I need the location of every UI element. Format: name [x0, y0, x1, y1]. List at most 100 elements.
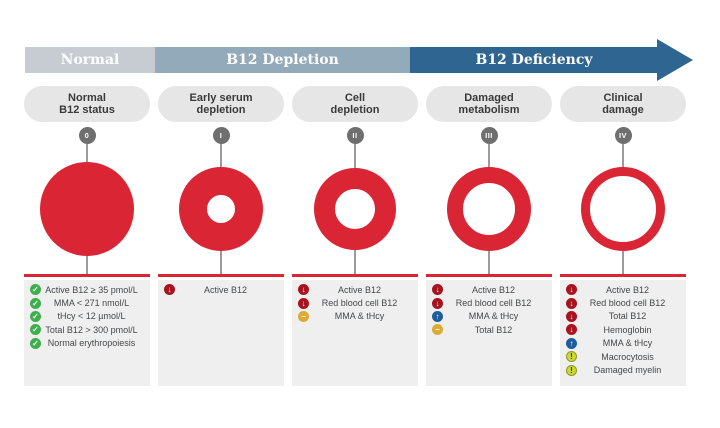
check-icon: ✓	[30, 324, 41, 336]
list-item-label: Macrocytosis	[601, 351, 654, 362]
arrow-segment-depletion: B12 Depletion	[155, 47, 410, 73]
b12-level-donut-icon	[581, 167, 665, 251]
arrow-segment-label: Normal	[60, 52, 120, 68]
stage-findings-panel: ↓Active B12↓Red blood cell B12−MMA & tHc…	[292, 280, 418, 386]
stage-findings-panel: ↓Active B12↓Red blood cell B12↓Total B12…	[560, 280, 686, 386]
list-item-label: Hemoglobin	[603, 324, 652, 335]
icon-glyph: ✓	[32, 311, 39, 321]
icon-glyph: ✓	[32, 325, 39, 335]
list-item: ↑ MMA & tHcy	[560, 337, 686, 350]
stage-figure	[24, 144, 150, 274]
list-item: ↑ MMA & tHcy	[426, 310, 552, 323]
list-item: ↓ Hemoglobin	[560, 323, 686, 336]
list-item: ! Macrocytosis	[560, 350, 686, 363]
list-item-label: tHcy < 12 µmol/L	[57, 311, 126, 322]
list-item: −MMA & tHcy	[292, 310, 418, 323]
list-item-label: MMA & tHcy	[602, 338, 653, 349]
arrow-segment-label: B12 Deficiency	[475, 52, 593, 68]
red-divider-line	[292, 274, 418, 277]
arrow-down-icon: ↓	[566, 284, 577, 296]
list-item: ↓Active B12	[292, 283, 418, 296]
arrow-down-icon: ↓	[432, 297, 443, 309]
list-item: ✓ Total B12 > 300 pmol/L	[24, 323, 150, 336]
red-divider-line	[426, 274, 552, 277]
arrow-down-icon: ↓	[566, 324, 577, 336]
b12-level-donut-icon	[40, 162, 134, 256]
b12-level-donut-icon	[314, 168, 396, 250]
exclamation-icon: !	[566, 351, 577, 363]
icon-glyph: ✓	[32, 338, 39, 348]
check-icon: ✓	[30, 297, 41, 309]
stage-numeral: II	[352, 131, 358, 140]
list-item-label: Total B12	[474, 324, 513, 335]
icon-glyph: ↓	[301, 285, 306, 295]
list-item: ✓MMA < 271 nmol/L	[24, 296, 150, 309]
stage-numeral-badge: II	[346, 127, 364, 144]
icon-glyph: ↓	[569, 298, 574, 308]
icon-glyph: ↓	[435, 298, 440, 308]
timeline-arrow: Normal B12 Depletion B12 Deficiency	[25, 39, 693, 81]
list-item-label: Damaged myelin	[593, 365, 662, 376]
dash-icon: −	[298, 310, 309, 322]
list-item-label: Active B12	[471, 284, 516, 295]
stage-title-line1: Early serum	[189, 91, 253, 104]
arrow-segment-normal: Normal	[25, 47, 155, 73]
stage-figure	[292, 144, 418, 274]
arrow-up-icon: ↑	[566, 337, 577, 349]
stage-title-line1: Clinical	[603, 91, 643, 104]
arrow-down-icon: ↓	[164, 284, 175, 296]
exclamation-icon: !	[566, 364, 577, 376]
list-item: ✓ tHcy < 12 µmol/L	[24, 310, 150, 323]
arrow-down-icon: ↓	[298, 284, 309, 296]
icon-glyph: −	[435, 325, 440, 335]
stage-numeral-badge: 0	[78, 127, 96, 144]
arrow-segment-label: B12 Depletion	[226, 52, 339, 68]
red-divider-line	[158, 274, 284, 277]
stage-findings-panel: ✓Active B12 ≥ 35 pmol/L✓MMA < 271 nmol/L…	[24, 280, 150, 386]
list-item-label: MMA & tHcy	[468, 311, 519, 322]
icon-glyph: ✓	[32, 298, 39, 308]
list-item-label: Red blood cell B12	[455, 298, 532, 309]
list-item-label: Normal erythropoiesis	[47, 338, 136, 349]
icon-glyph: !	[570, 365, 573, 375]
arrow-up-icon: ↑	[432, 310, 443, 322]
arrow-down-icon: ↓	[298, 297, 309, 309]
list-item-label: Active B12	[203, 284, 248, 295]
list-item: ↓ Red blood cell B12	[426, 296, 552, 309]
dash-icon: −	[432, 324, 443, 336]
icon-glyph: !	[570, 352, 573, 362]
stage-title-line2: depletion	[196, 104, 246, 116]
list-item: − Total B12	[426, 323, 552, 336]
list-item: ↓Total B12	[560, 310, 686, 323]
stage-figure	[426, 144, 552, 274]
stage-numeral-badge: III	[480, 127, 498, 144]
icon-glyph: ↓	[435, 285, 440, 295]
list-item: ✓Active B12 ≥ 35 pmol/L	[24, 283, 150, 296]
check-icon: ✓	[30, 337, 41, 349]
stage-findings-panel: ↓ Active B12	[158, 280, 284, 386]
stage-numeral: III	[485, 131, 493, 140]
stage-numeral-badge: IV	[614, 127, 632, 144]
arrow-down-icon: ↓	[432, 284, 443, 296]
list-item-label: Active B12	[605, 284, 650, 295]
list-item-label: Total B12 > 300 pmol/L	[45, 324, 138, 335]
arrow-down-icon: ↓	[566, 310, 577, 322]
icon-glyph: ↓	[167, 285, 172, 295]
arrow-head-icon	[657, 39, 693, 81]
stage-title-line1: Damaged	[464, 91, 514, 104]
stage-title-line2: depletion	[330, 104, 380, 116]
stage-numeral: 0	[84, 131, 90, 140]
list-item: ↓ Active B12	[560, 283, 686, 296]
stage-figure	[158, 144, 284, 274]
check-icon: ✓	[30, 310, 41, 322]
